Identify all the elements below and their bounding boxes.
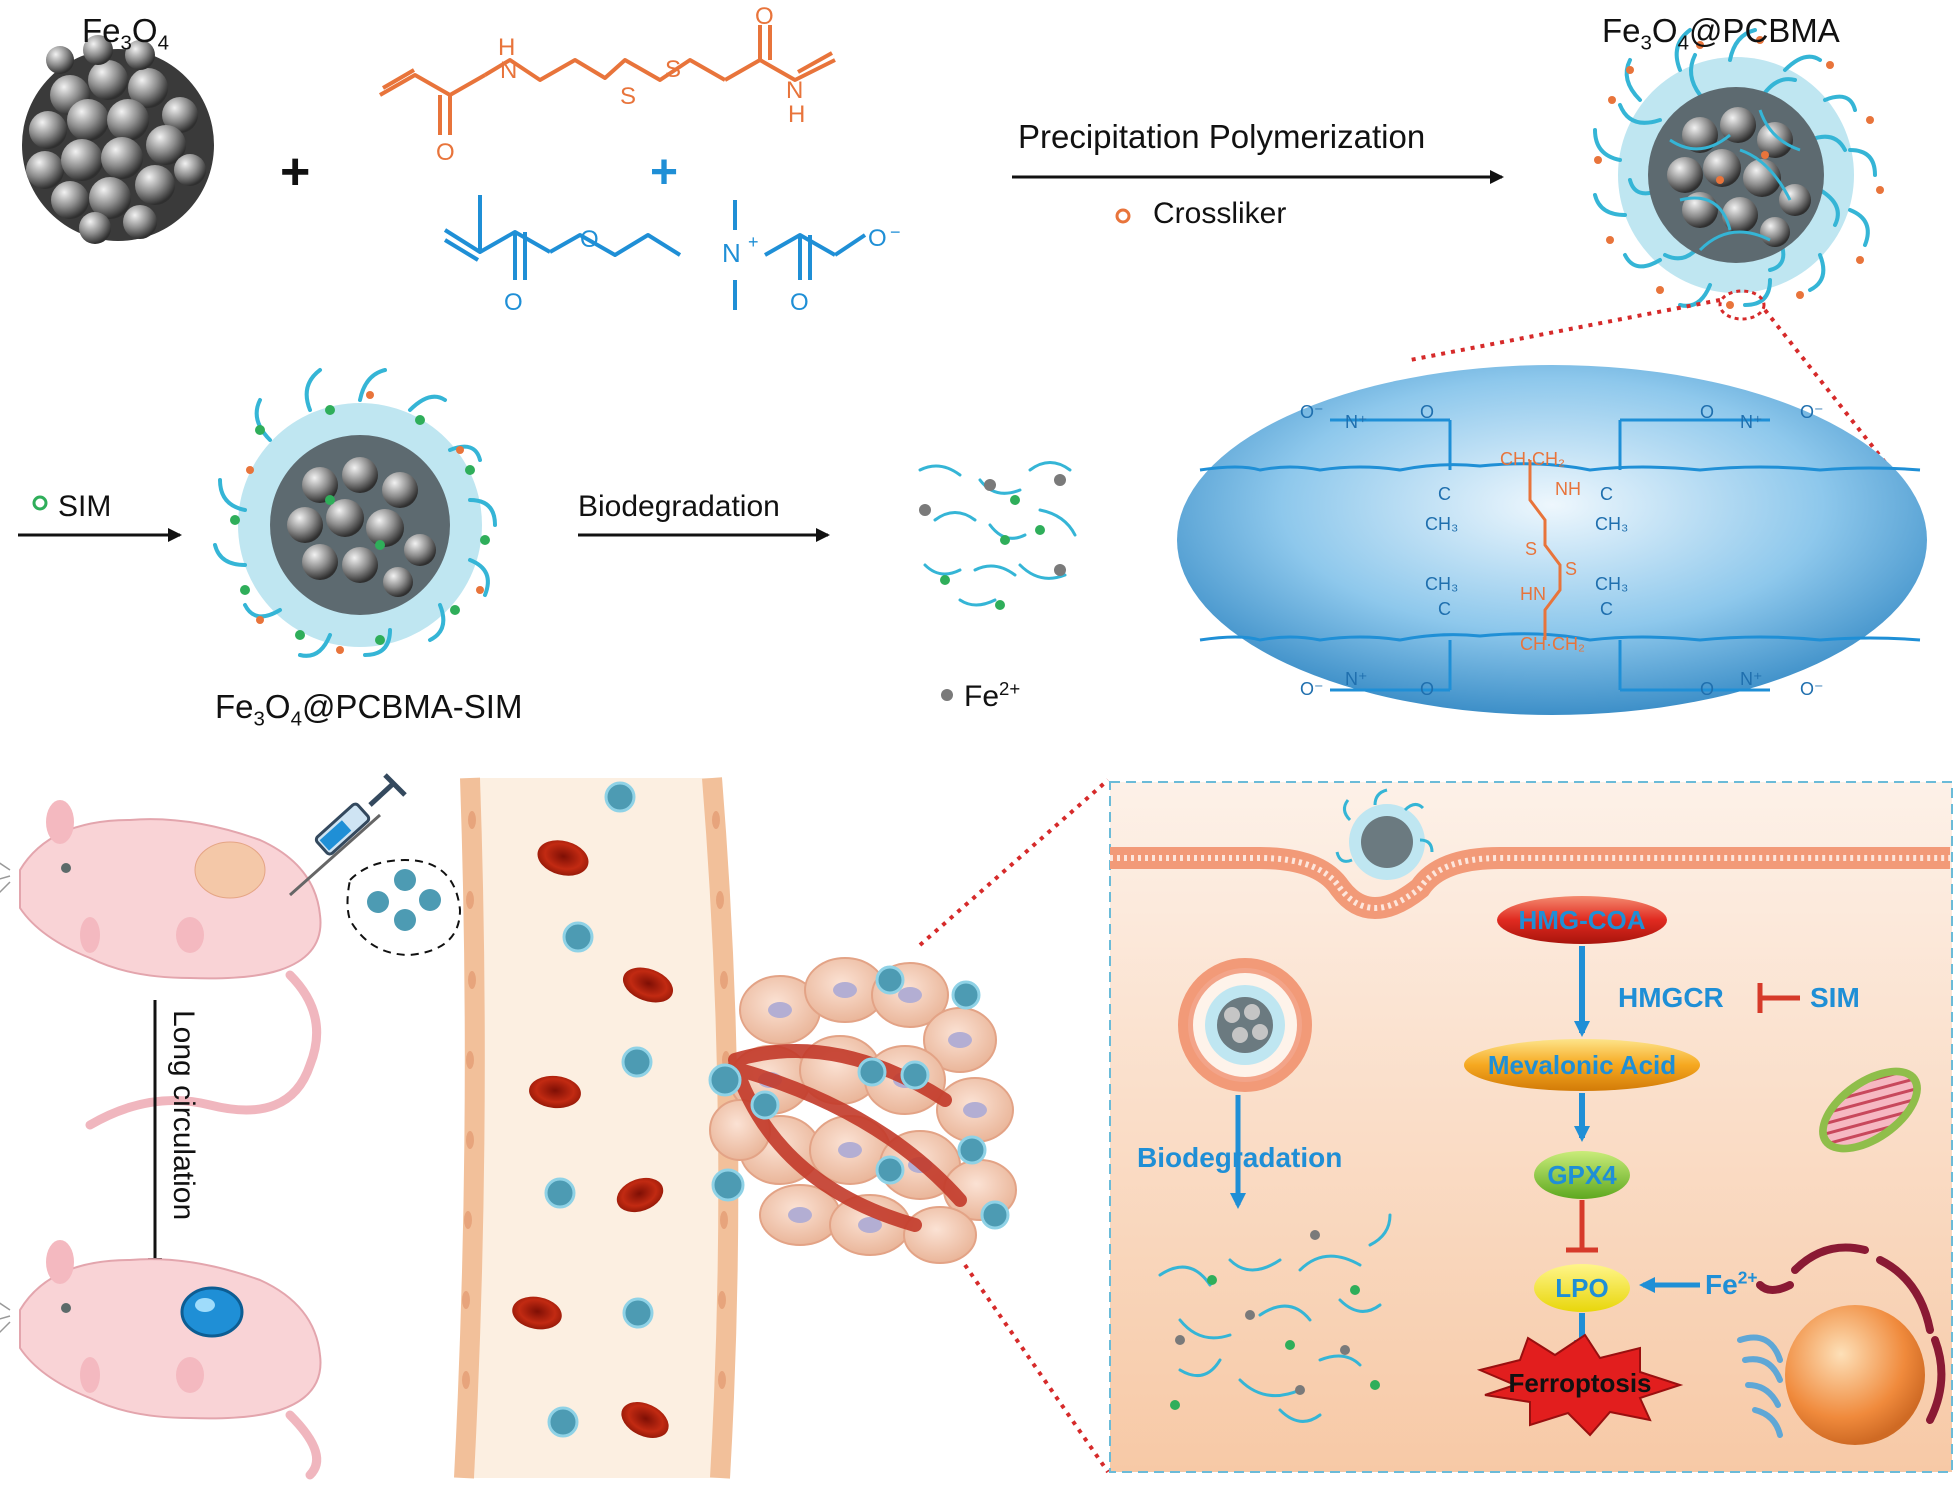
- svg-text:O: O: [868, 225, 887, 252]
- svg-text:−: −: [890, 222, 901, 242]
- svg-text:N⁺: N⁺: [1740, 669, 1763, 689]
- svg-text:O: O: [755, 3, 774, 30]
- hmgcr-label: HMGCR: [1618, 982, 1724, 1013]
- fe2-legend-label: Fe2+: [964, 678, 1021, 713]
- svg-text:O: O: [1420, 679, 1434, 699]
- svg-text:O: O: [1700, 679, 1714, 699]
- nucleus: [1785, 1305, 1925, 1445]
- sim-inhibitor-label: SIM: [1810, 982, 1860, 1013]
- svg-text:O: O: [1420, 402, 1434, 422]
- cbma-monomer-structure: [443, 195, 867, 310]
- svg-text:O⁻: O⁻: [1800, 402, 1824, 422]
- svg-text:S: S: [1565, 559, 1577, 579]
- svg-text:+: +: [748, 232, 759, 252]
- mouse-before: [0, 800, 322, 1130]
- fe2-pathway-label: Fe2+: [1705, 1268, 1758, 1301]
- svg-text:CH₃: CH₃: [1595, 514, 1628, 534]
- svg-text:C: C: [1600, 599, 1613, 619]
- mitochondrion: [1819, 1067, 1921, 1153]
- degraded-dots: [919, 474, 1066, 610]
- svg-text:HN: HN: [1520, 584, 1546, 604]
- mouse-after: [0, 1240, 322, 1480]
- lpo-label: LPO: [1555, 1273, 1609, 1303]
- plus-monomer-sign: +: [650, 146, 679, 199]
- fe3o4-label: Fe3O4: [82, 12, 169, 55]
- svg-text:CH₃: CH₃: [1425, 514, 1458, 534]
- plus-sign: +: [280, 143, 311, 201]
- svg-text:N⁺: N⁺: [1345, 669, 1368, 689]
- svg-text:H: H: [498, 34, 515, 61]
- syringe: [289, 773, 407, 897]
- crosslinker-dot-legend: [1115, 208, 1131, 224]
- svg-text:O⁻: O⁻: [1300, 402, 1324, 422]
- svg-text:O: O: [580, 226, 599, 253]
- svg-text:H: H: [788, 101, 805, 128]
- ferroptosis-label: Ferroptosis: [1508, 1368, 1652, 1398]
- zoom-lines-bottom: [918, 778, 1110, 1474]
- zoom-lines-top: [1409, 298, 1897, 477]
- mevalonic-acid-pill: [1464, 1039, 1700, 1091]
- svg-text:N: N: [786, 77, 803, 104]
- svg-text:N: N: [500, 57, 517, 84]
- svg-text:S: S: [1525, 539, 1537, 559]
- crosslinker-legend-label: Crossliker: [1153, 197, 1287, 230]
- svg-text:C: C: [1600, 484, 1613, 504]
- gpx4-label: GPX4: [1547, 1160, 1617, 1190]
- fe3o4-nanoparticle: [22, 35, 214, 244]
- svg-text:N: N: [722, 238, 741, 268]
- svg-text:CH·CH₂: CH·CH₂: [1520, 634, 1585, 654]
- long-circulation-label: Long circulation: [167, 1010, 200, 1221]
- svg-text:O⁻: O⁻: [1800, 679, 1824, 699]
- blood-vessel: [454, 777, 739, 1479]
- svg-text:O: O: [1700, 402, 1714, 422]
- svg-text:C: C: [1438, 484, 1451, 504]
- sim-legend-label: SIM: [58, 490, 112, 523]
- svg-text:CH₃: CH₃: [1425, 574, 1458, 594]
- svg-text:C: C: [1438, 599, 1451, 619]
- lpo-pill: [1534, 1264, 1630, 1312]
- golgi-apparatus: [1737, 1334, 1783, 1438]
- cell-biodegradation-label: Biodegradation: [1137, 1142, 1343, 1173]
- hmg-coa-label: HMG-COA: [1518, 905, 1646, 935]
- sim-dot-legend: [32, 495, 48, 511]
- fe3o4-pcbma-sim-label: Fe3O4@PCBMA-SIM: [215, 688, 523, 731]
- polymer-network-ellipse: O⁻ N⁺ O C CH₃ C CH₃ O N⁺ O⁻ C CH₃ C CH₃ O⁻ N⁺ O O N…: [1177, 365, 1927, 715]
- svg-text:O: O: [436, 139, 455, 166]
- biodegradation-label: Biodegradation: [578, 490, 780, 523]
- gpx4-pill: [1534, 1151, 1630, 1199]
- svg-text:S: S: [620, 83, 636, 110]
- svg-text:O: O: [504, 289, 523, 316]
- tumor-tissue: [708, 957, 1017, 1264]
- fe2-dot-legend: [941, 689, 953, 701]
- svg-text:CH₃: CH₃: [1595, 574, 1628, 594]
- svg-text:N⁺: N⁺: [1740, 412, 1763, 432]
- fe3o4-pcbma-particle: [1593, 28, 1884, 321]
- hmg-coa-pill: [1497, 896, 1667, 944]
- fe3o4-pcbma-label: Fe3O4@PCBMA: [1602, 12, 1840, 55]
- ferroptosis-burst: [1476, 1333, 1684, 1437]
- svg-text:CH·CH₂: CH·CH₂: [1500, 449, 1565, 469]
- fe3o4-pcbma-sim-particle: [213, 368, 497, 658]
- svg-text:N⁺: N⁺: [1345, 412, 1368, 432]
- endoplasmic-reticulum: [1756, 1243, 1946, 1424]
- degraded-fragments: [918, 461, 1077, 607]
- cell-panel: [1109, 781, 1953, 1473]
- mevalonic-acid-label: Mevalonic Acid: [1487, 1050, 1677, 1080]
- crosslinker-structure: [379, 25, 836, 135]
- reaction-label: Precipitation Polymerization: [1018, 118, 1426, 155]
- svg-text:S: S: [665, 56, 681, 83]
- svg-text:O⁻: O⁻: [1300, 679, 1324, 699]
- svg-text:NH: NH: [1555, 479, 1581, 499]
- svg-text:O: O: [790, 289, 809, 316]
- injected-particles-bubble: [346, 858, 462, 957]
